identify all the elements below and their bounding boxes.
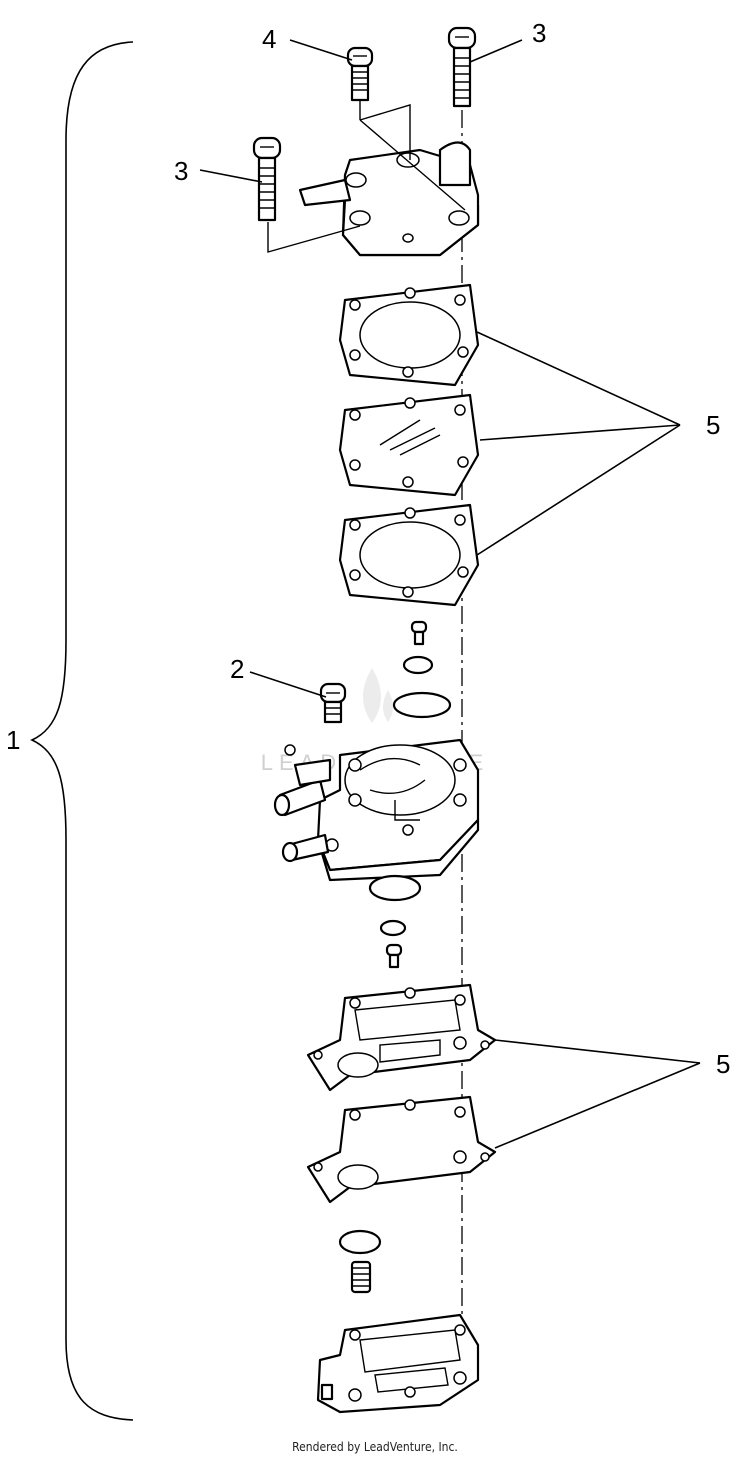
valve-disc-lower <box>368 874 422 902</box>
screw-short-top <box>346 46 374 102</box>
screw-small <box>319 682 347 724</box>
screw-long-left <box>252 136 282 222</box>
pump-body <box>273 738 480 882</box>
leader-lines <box>199 39 701 1149</box>
callout-3-left: 3 <box>174 156 188 186</box>
top-cover <box>267 100 480 257</box>
gasket-upper-1 <box>338 283 480 387</box>
gasket-lower-2 <box>306 1095 497 1204</box>
small-washer-upper <box>402 655 434 675</box>
callout-5-lower: 5 <box>716 1049 730 1079</box>
callout-3-right: 3 <box>532 18 546 48</box>
gasket-lower-1 <box>306 983 497 1092</box>
valve-disc-upper <box>392 691 452 719</box>
small-screw-upper <box>410 620 428 646</box>
callout-2: 2 <box>230 654 244 684</box>
callout-4: 4 <box>262 24 276 54</box>
check-valve-disc <box>338 1229 382 1255</box>
spring <box>350 1260 372 1294</box>
callout-5-upper: 5 <box>706 410 720 440</box>
small-screw-lower <box>385 943 403 969</box>
render-credit: Rendered by LeadVenture, Inc. <box>292 1440 458 1454</box>
small-washer-lower <box>379 919 407 937</box>
gasket-upper-3 <box>338 503 480 607</box>
screw-long-right <box>447 26 477 108</box>
gasket-upper-2 <box>338 393 480 497</box>
callout-1: 1 <box>6 725 20 755</box>
assembly-brace <box>30 41 134 1421</box>
bottom-plate <box>316 1313 480 1414</box>
